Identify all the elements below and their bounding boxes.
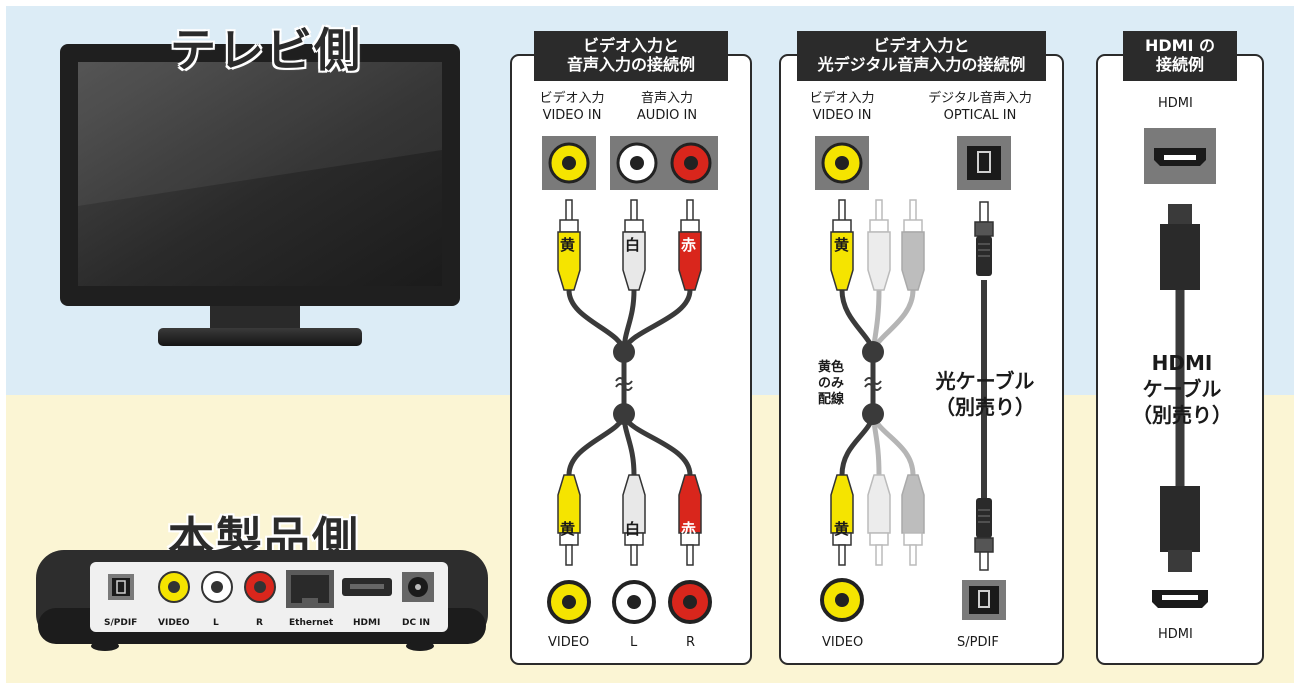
p1-plug-bottom-yellow bbox=[557, 474, 581, 566]
p2-bottom-label-spdif: S/PDIF bbox=[957, 635, 999, 650]
p1-plug-bottom-red bbox=[678, 474, 702, 566]
p2-junction-top bbox=[862, 341, 884, 363]
device-audio-l-port bbox=[201, 571, 233, 603]
p1-video-in-en: VIDEO IN bbox=[542, 108, 602, 123]
p2-optical-plug-top bbox=[974, 201, 994, 276]
p2-note-line2: のみ bbox=[817, 376, 844, 391]
device-ethernet-port bbox=[286, 570, 334, 608]
device-hdmi-port bbox=[342, 578, 392, 596]
p2-optical-in-jp: デジタル音声入力 bbox=[928, 91, 1032, 106]
p3-cable-line1: HDMI bbox=[1151, 351, 1213, 375]
panel-video-optical-title-line1: ビデオ入力と bbox=[873, 36, 970, 55]
device-dc-in-port bbox=[402, 572, 434, 602]
p3-hdmi-plug-top-tip bbox=[1168, 204, 1192, 226]
p2-optical-plug-bottom bbox=[974, 498, 994, 571]
p3-hdmi-plug-top bbox=[1160, 224, 1200, 290]
panel-video-optical-title: ビデオ入力と 光デジタル音声入力の接続例 bbox=[797, 31, 1046, 81]
p2-junction-bottom bbox=[862, 403, 884, 425]
p3-cable-line2: ケーブル bbox=[1142, 377, 1222, 401]
p2-video-in-jp: ビデオ入力 bbox=[809, 91, 875, 106]
p1-plug-top-red-label: 赤 bbox=[681, 236, 697, 254]
p1-plug-bottom-red-label: 赤 bbox=[681, 520, 697, 538]
p3-hdmi-cable-label: HDMI ケーブル （別売り） bbox=[1130, 350, 1234, 428]
p1-plug-top-red bbox=[678, 199, 702, 291]
p1-plug-bottom-white bbox=[622, 474, 646, 566]
p1-plug-top-yellow-label: 黄 bbox=[560, 236, 576, 254]
p2-plug-top-white-unused bbox=[867, 199, 891, 291]
panel-hdmi-title-line1: HDMI の bbox=[1144, 36, 1216, 55]
p3-bottom-hdmi-label: HDMI bbox=[1158, 627, 1193, 642]
p3-top-hdmi-label: HDMI bbox=[1158, 96, 1193, 111]
p2-video-in-label: ビデオ入力 VIDEO IN bbox=[797, 90, 887, 124]
p1-plug-top-yellow bbox=[557, 199, 581, 291]
p1-audio-in-label: 音声入力 AUDIO IN bbox=[622, 90, 712, 124]
p3-cable-line3: （別売り） bbox=[1132, 403, 1232, 427]
p2-plug-top-yellow-label: 黄 bbox=[834, 236, 850, 254]
device-port-label-spdif: S/PDIF bbox=[104, 618, 138, 628]
device-port-label-r: R bbox=[256, 618, 263, 628]
p3-hdmi-plug-bottom bbox=[1160, 486, 1200, 552]
p2-cable-line1: 光ケーブル bbox=[935, 369, 1035, 393]
panel-video-audio-title: ビデオ入力と 音声入力の接続例 bbox=[534, 31, 728, 81]
p2-plug-top-yellow bbox=[830, 199, 854, 291]
p2-yellow-only-note: 黄色 のみ 配線 bbox=[813, 360, 849, 408]
device-spdif-port bbox=[108, 574, 134, 600]
p2-note-line3: 配線 bbox=[817, 392, 844, 407]
p2-note-line1: 黄色 bbox=[817, 360, 844, 375]
p1-audio-in-en: AUDIO IN bbox=[636, 108, 698, 123]
device-port-panel bbox=[108, 570, 434, 608]
p1-plug-bottom-yellow-label: 黄 bbox=[560, 520, 576, 538]
p1-plug-bottom-white-label: 白 bbox=[625, 520, 641, 538]
device-port-label-ethernet: Ethernet bbox=[289, 618, 334, 628]
p1-bottom-label-video: VIDEO bbox=[548, 635, 590, 650]
p1-junction-bottom bbox=[613, 403, 635, 425]
panel-hdmi-title: HDMI の 接続例 bbox=[1123, 31, 1237, 81]
panel-video-audio-title-line1: ビデオ入力と bbox=[582, 36, 679, 55]
p1-bottom-label-l: L bbox=[630, 635, 638, 650]
device-video-port bbox=[158, 571, 190, 603]
panel-video-audio-title-line2: 音声入力の接続例 bbox=[566, 55, 695, 74]
p2-plug-bottom-white-unused bbox=[867, 474, 891, 566]
p1-bottom-label-r: R bbox=[686, 635, 696, 650]
device-port-label-hdmi: HDMI bbox=[353, 618, 381, 628]
p1-audio-in-jp: 音声入力 bbox=[640, 91, 693, 106]
p2-plug-bottom-red-unused bbox=[901, 474, 925, 566]
p2-optical-in-en: OPTICAL IN bbox=[943, 108, 1017, 123]
p3-cable-diagram bbox=[1144, 128, 1216, 608]
p2-cable-diagram bbox=[815, 136, 1011, 622]
p1-video-in-label: ビデオ入力 VIDEO IN bbox=[527, 90, 617, 124]
panel-hdmi-title-line2: 接続例 bbox=[1155, 55, 1204, 74]
device-port-label-video: VIDEO bbox=[158, 618, 190, 628]
p2-optical-cable-label: 光ケーブル （別売り） bbox=[926, 368, 1044, 420]
device-port-label-l: L bbox=[213, 618, 219, 628]
p2-plug-top-red-unused bbox=[901, 199, 925, 291]
p1-plug-top-white-label: 白 bbox=[625, 236, 641, 254]
p2-plug-bottom-yellow-label: 黄 bbox=[834, 520, 850, 538]
p2-plug-bottom-yellow bbox=[830, 474, 854, 566]
device-audio-r-port bbox=[244, 571, 276, 603]
p1-plug-top-white bbox=[622, 199, 646, 291]
p1-video-in-jp: ビデオ入力 bbox=[539, 91, 605, 106]
p1-cable-diagram bbox=[542, 136, 718, 624]
p2-bottom-label-video: VIDEO bbox=[822, 635, 864, 650]
p3-hdmi-plug-bottom-tip bbox=[1168, 550, 1192, 572]
panel-video-optical-title-line2: 光デジタル音声入力の接続例 bbox=[817, 55, 1026, 74]
p2-optical-in-label: デジタル音声入力 OPTICAL IN bbox=[920, 90, 1040, 124]
p2-cable-line2: （別売り） bbox=[935, 395, 1035, 419]
tv-side-title: テレビ側 bbox=[169, 22, 362, 78]
p1-junction-top bbox=[613, 341, 635, 363]
tv-illustration bbox=[60, 44, 460, 346]
p2-video-in-en: VIDEO IN bbox=[812, 108, 872, 123]
device-port-label-dc-in: DC IN bbox=[402, 618, 431, 628]
